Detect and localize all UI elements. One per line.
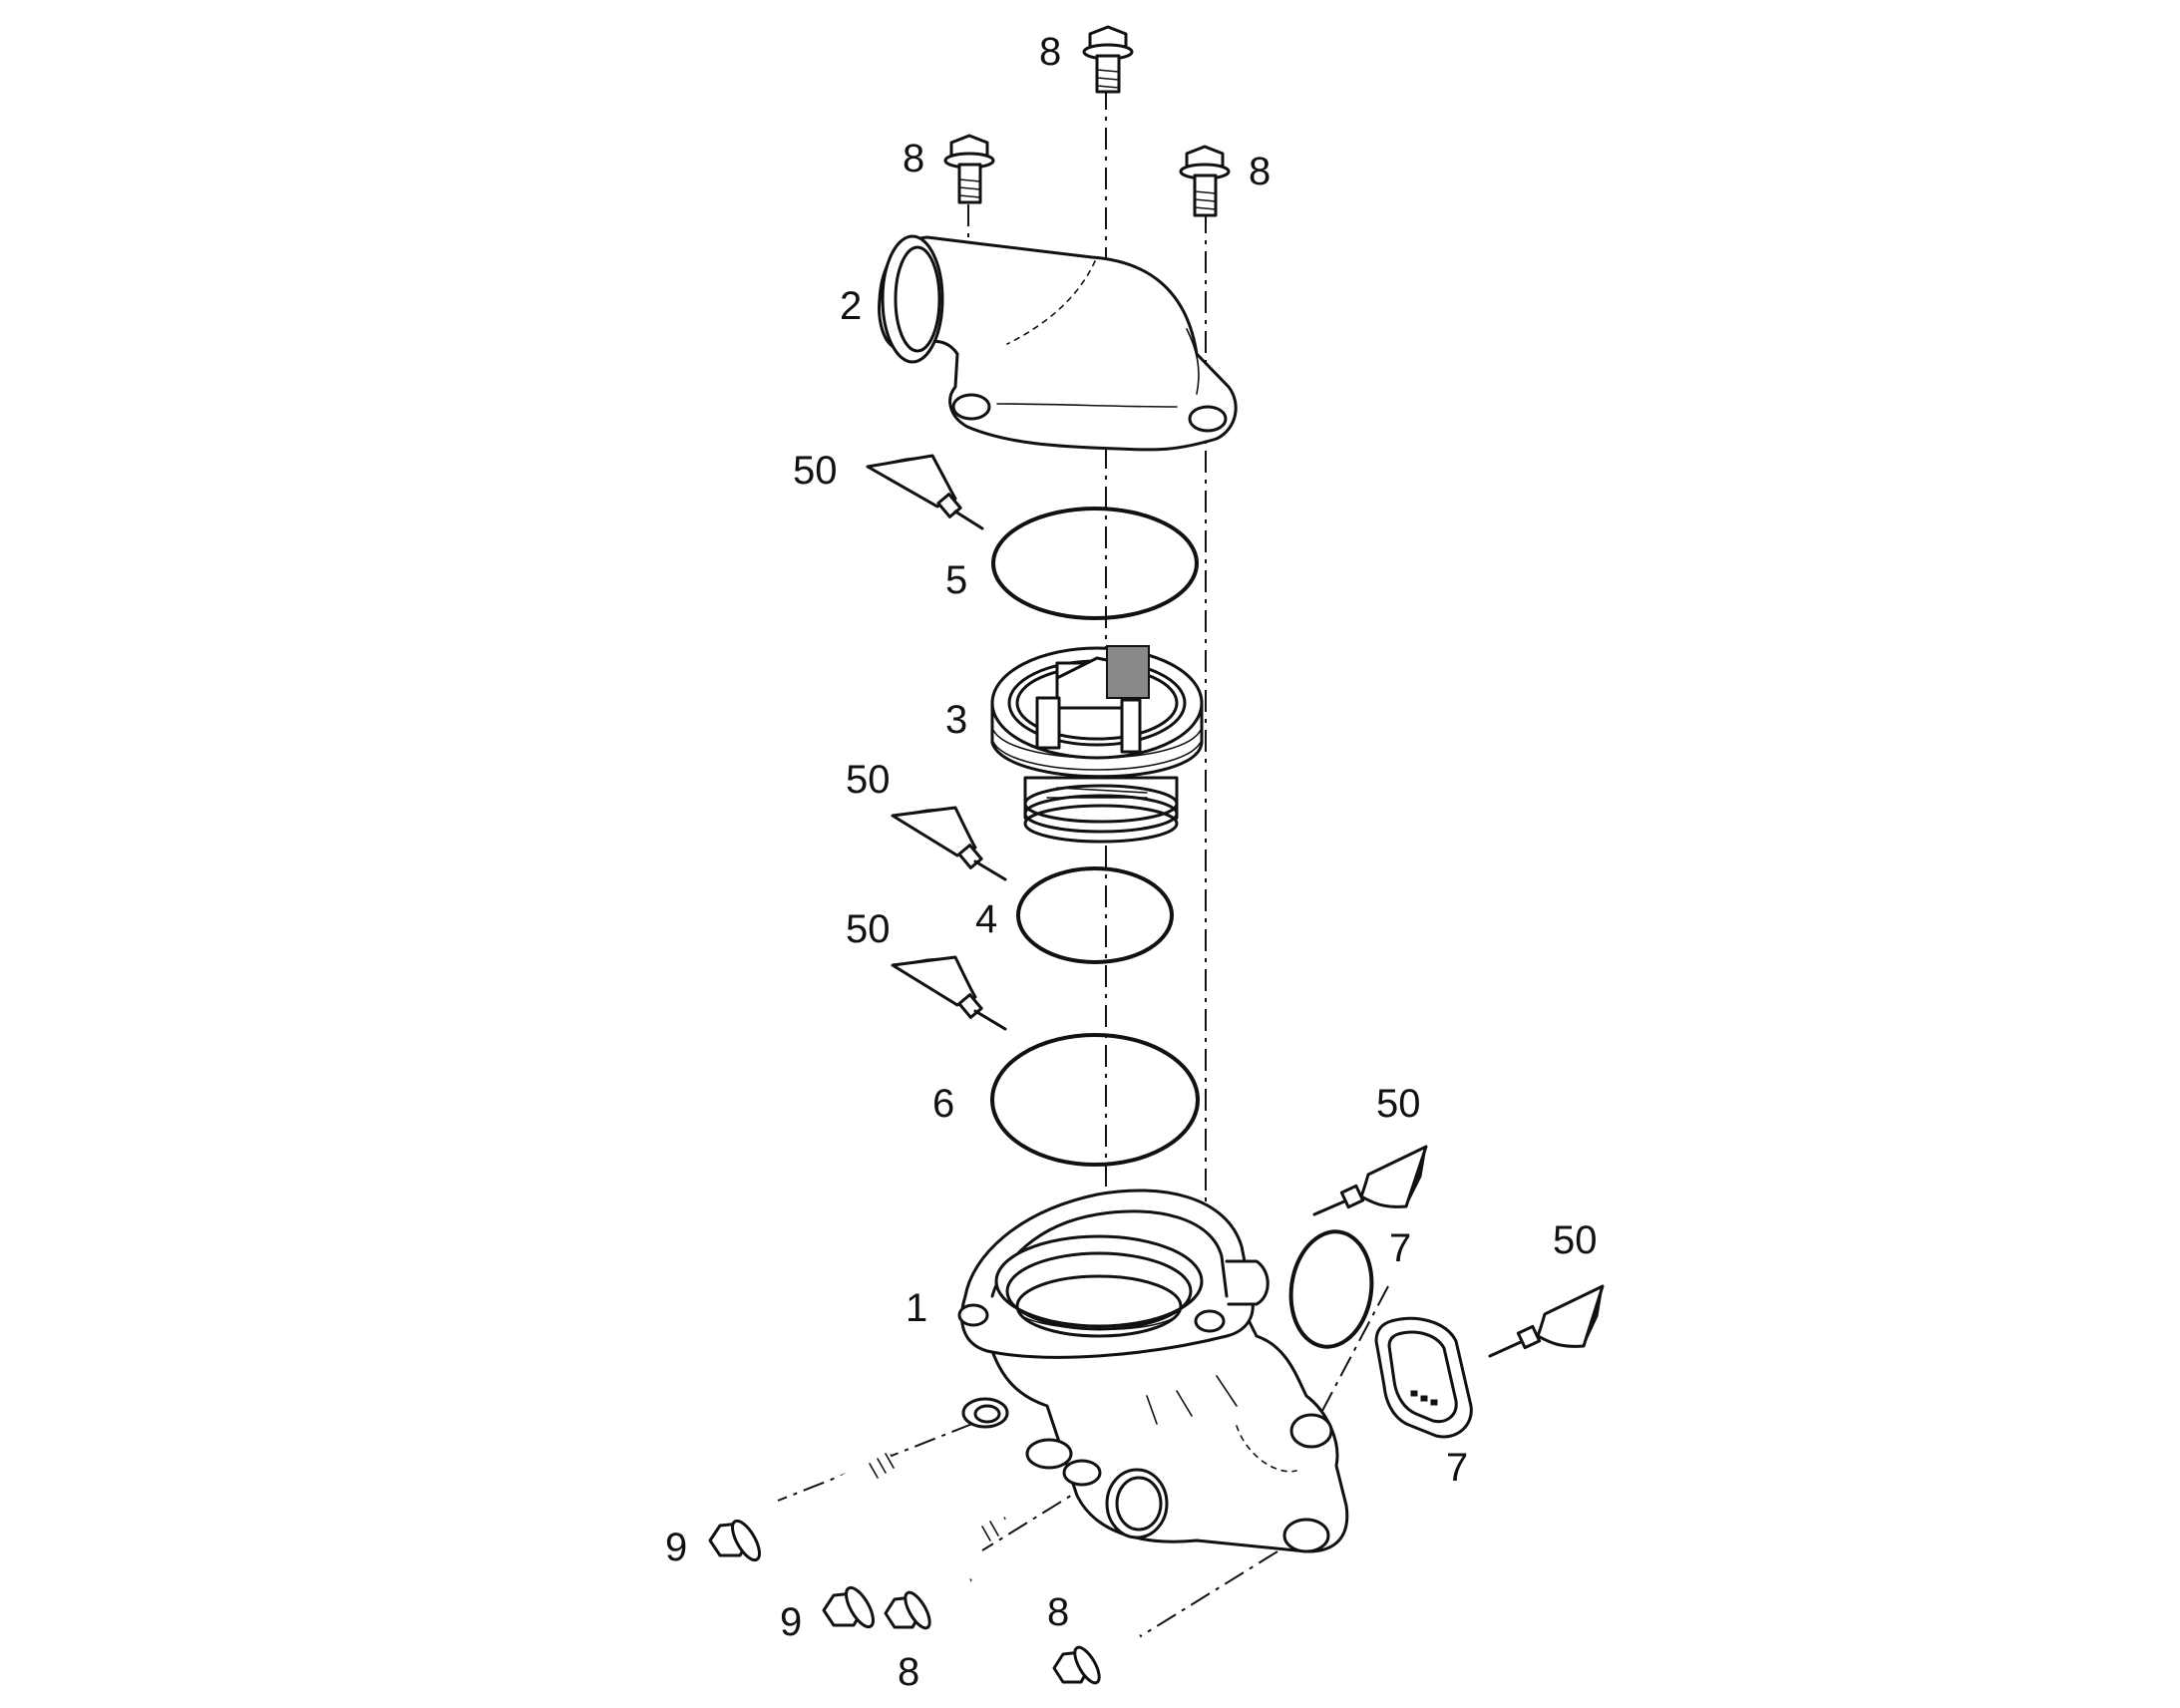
bolt-8-top (1082, 25, 1134, 94)
sealant-tube-50-a (866, 454, 984, 530)
thermostat-housing-1 (957, 1189, 1349, 1553)
callout-7-upper: 7 (1389, 1226, 1411, 1270)
bolt-8-bottom-a (884, 1573, 974, 1630)
callout-1: 1 (906, 1286, 927, 1330)
callout-8-bottom-b: 8 (1047, 1590, 1069, 1634)
callout-9-left: 9 (665, 1526, 687, 1569)
callout-50-a: 50 (793, 449, 838, 493)
callout-50-b: 50 (846, 758, 891, 802)
o-ring-6 (990, 1033, 1200, 1167)
callout-3: 3 (945, 698, 967, 742)
thermostat-3 (990, 645, 1204, 844)
callout-50-e: 50 (1553, 1218, 1598, 1262)
long-bolt-9-mid (822, 1512, 1009, 1629)
callout-50-d: 50 (1376, 1082, 1421, 1126)
callout-8-right: 8 (1249, 150, 1271, 193)
long-bolt-9-left (708, 1449, 896, 1562)
o-ring-7-upper (1288, 1229, 1374, 1349)
callout-2: 2 (840, 284, 862, 328)
callout-8-top: 8 (1039, 30, 1061, 74)
callout-5: 5 (945, 558, 967, 602)
bolt-8-left (943, 134, 995, 204)
bolt-8-right (1179, 145, 1231, 217)
callout-50-c: 50 (846, 907, 891, 951)
callouts: 8 8 8 2 50 5 3 50 4 50 6 50 7 50 1 7 9 9… (665, 30, 1598, 1694)
gasket-7-lower (1374, 1316, 1473, 1439)
o-ring-4 (1016, 866, 1174, 964)
sealant-tube-50-b (891, 806, 1007, 881)
sealant-tube-50-d (1312, 1145, 1428, 1216)
o-ring-5 (991, 507, 1199, 620)
callout-4: 4 (975, 897, 997, 941)
callout-6: 6 (932, 1082, 954, 1126)
bolt-8-bottom-b (1052, 1629, 1144, 1685)
callout-9-mid: 9 (780, 1600, 802, 1644)
thermostat-cover-2 (878, 234, 1238, 452)
sealant-tube-50-c (891, 955, 1007, 1031)
callout-8-bottom-a: 8 (898, 1650, 919, 1694)
sealant-tube-50-e (1488, 1284, 1605, 1358)
callout-8-left: 8 (903, 137, 924, 180)
callout-7-lower: 7 (1446, 1446, 1468, 1490)
